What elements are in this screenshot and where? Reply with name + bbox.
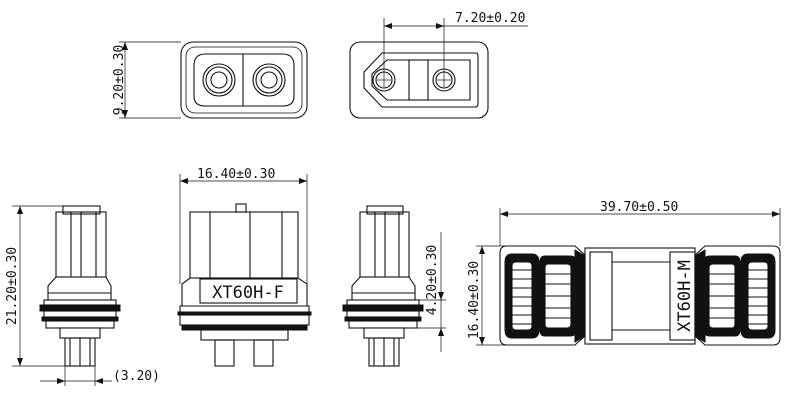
dim-mated-height-label: 16.40±0.30 [467, 261, 482, 339]
left-side-view [39, 205, 121, 367]
dim-shoulder-height: 4.20±0.30 [417, 232, 446, 352]
socket-face-view [180, 41, 308, 119]
dim-side-height-label: 21.20±0.30 [5, 247, 20, 325]
dim-overall-length-label: 39.70±0.50 [600, 200, 678, 215]
dim-pin-width-label: (3.20) [113, 369, 160, 384]
model-label-male: XT60H-M [675, 260, 695, 332]
dim-front-width-label: 16.40±0.30 [197, 167, 275, 182]
plug-face-view [349, 41, 489, 119]
dim-pin-pitch: 7.20±0.20 [383, 11, 528, 73]
dim-mated-height: 16.40±0.30 [467, 245, 507, 346]
front-view-female: XT60H-F [177, 203, 312, 367]
dim-pin-pitch-label: 7.20±0.20 [455, 11, 525, 26]
dim-overall-length: 39.70±0.50 [499, 200, 781, 246]
model-label-female: XT60H-F [212, 283, 284, 303]
dim-shoulder-height-label: 4.20±0.30 [425, 245, 440, 315]
dim-front-width: 16.40±0.30 [179, 167, 308, 284]
dim-pin-width: (3.20) [40, 366, 160, 386]
dim-housing-height: 9.20±0.30 [112, 41, 181, 119]
dim-housing-height-label: 9.20±0.30 [112, 45, 127, 115]
right-side-view [342, 205, 424, 367]
mated-pair-view: XT60H-M [499, 245, 781, 346]
dim-side-height: 21.20±0.30 [5, 205, 65, 367]
